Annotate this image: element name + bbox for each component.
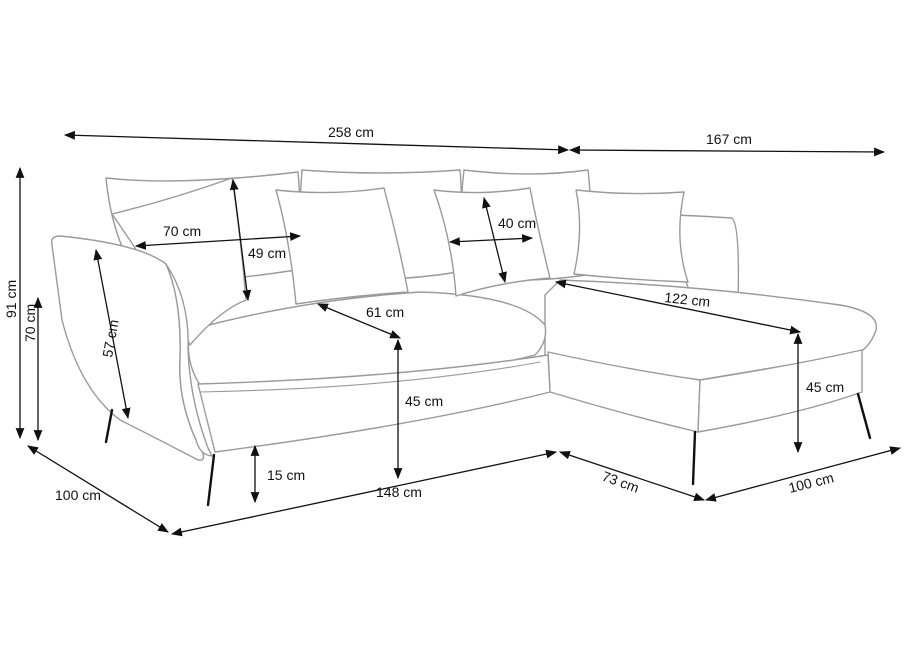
dim-100-left bbox=[27, 445, 169, 533]
dim-258 bbox=[63, 130, 570, 155]
dim-148 bbox=[170, 449, 558, 537]
front-seam bbox=[199, 361, 541, 393]
leg-chaise-back bbox=[856, 392, 872, 440]
leg-front-right bbox=[691, 430, 697, 486]
dim-70-cushion bbox=[134, 232, 302, 250]
label-15: 15 cm bbox=[267, 467, 305, 483]
chaise-side-face bbox=[697, 349, 863, 433]
dim-122 bbox=[554, 279, 802, 335]
label-100-right: 100 cm bbox=[787, 469, 835, 496]
label-40: 40 cm bbox=[498, 215, 536, 231]
dim-73 bbox=[558, 450, 706, 502]
label-70-cushion: 70 cm bbox=[163, 223, 201, 239]
sofa-body bbox=[50, 169, 878, 507]
label-49: 49 cm bbox=[248, 245, 286, 261]
dim-40-height bbox=[482, 196, 507, 284]
dim-49 bbox=[229, 178, 252, 302]
label-91: 91 cm bbox=[3, 280, 19, 318]
label-45-chaise: 45 cm bbox=[806, 379, 844, 395]
main-front-face bbox=[197, 354, 551, 453]
dimension-labels: 258 cm 167 cm 91 cm 70 cm 100 cm 148 cm … bbox=[3, 124, 844, 503]
pillow-chaise bbox=[573, 189, 689, 283]
dim-57 bbox=[93, 248, 131, 420]
dim-100-right bbox=[704, 446, 902, 502]
label-100-left: 100 cm bbox=[55, 487, 101, 503]
label-167: 167 cm bbox=[706, 131, 752, 147]
dim-167 bbox=[568, 145, 886, 157]
label-70-arm: 70 cm bbox=[22, 304, 38, 342]
leg-front-left-back bbox=[104, 408, 114, 444]
label-61: 61 cm bbox=[366, 304, 404, 320]
label-57: 57 cm bbox=[99, 318, 121, 358]
pillow-large-middle bbox=[275, 187, 409, 305]
label-148: 148 cm bbox=[376, 484, 422, 500]
label-258: 258 cm bbox=[328, 124, 374, 140]
leg-front-left bbox=[206, 453, 216, 507]
label-122: 122 cm bbox=[664, 289, 711, 310]
dimension-lines bbox=[15, 130, 902, 537]
dim-61 bbox=[316, 303, 402, 339]
label-45-main: 45 cm bbox=[405, 393, 443, 409]
